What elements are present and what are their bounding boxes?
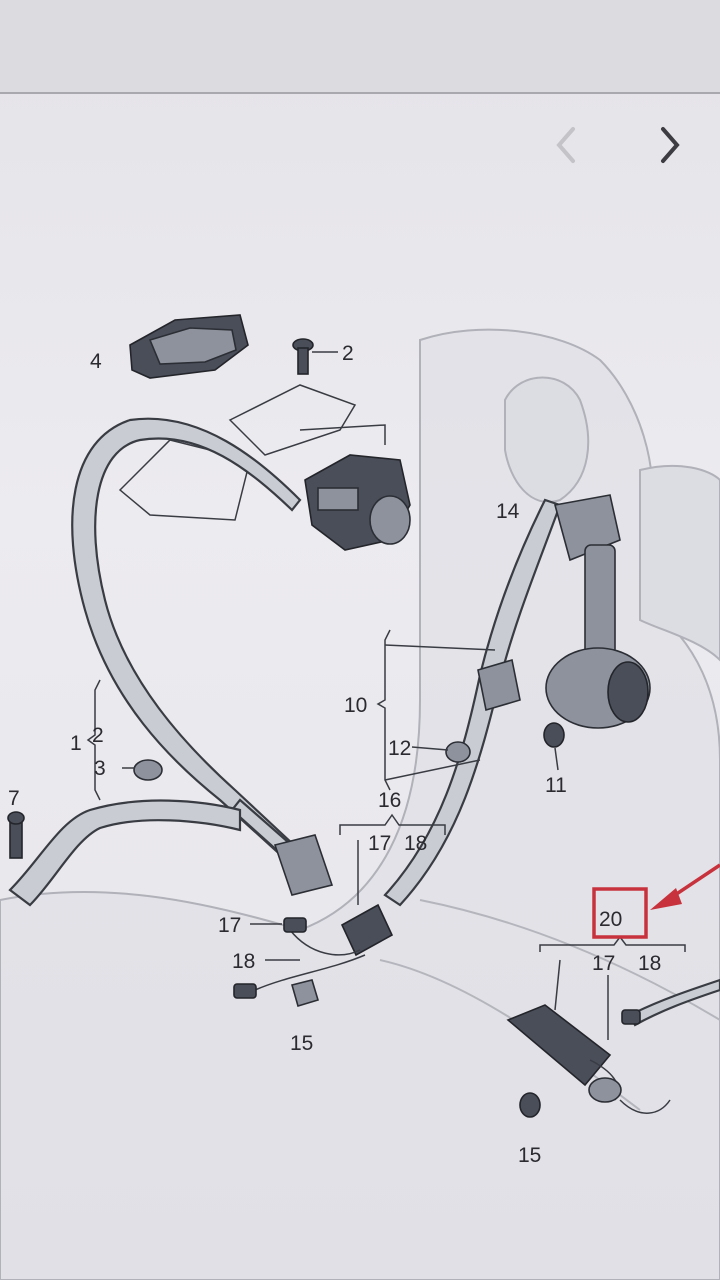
callout-3: 3	[94, 757, 106, 780]
callout-18-top: 18	[404, 832, 427, 855]
part-11-nut	[543, 722, 565, 748]
callout-20: 20	[599, 908, 622, 931]
callout-1: 1	[70, 732, 82, 755]
callout-17-right: 17	[592, 952, 615, 975]
chevron-right-icon	[661, 127, 680, 163]
part-4-guide	[129, 314, 249, 379]
part-20-floor-buckle	[506, 978, 720, 1118]
highlight-arrow-line	[671, 863, 720, 899]
callout-labels: 4 2 14 10 12 11 1 2 3 7 16 17 18 17 18 1…	[8, 342, 661, 1167]
callout-18-left: 18	[232, 950, 255, 973]
previous-button[interactable]	[546, 118, 586, 172]
highlight-annotation	[592, 863, 720, 939]
callout-2-left: 2	[92, 724, 104, 747]
part-1-belt-webbing	[71, 417, 334, 896]
chevron-left-icon	[556, 127, 575, 163]
part-lap-belt-left	[7, 799, 242, 907]
callout-15-right: 15	[518, 1144, 541, 1167]
part-16-buckle-assembly	[233, 903, 394, 1007]
part-retractor-bracket	[118, 384, 411, 551]
top-bar	[0, 0, 720, 94]
part-10-belt-webbing	[383, 494, 651, 907]
arrow-head-icon	[650, 888, 682, 910]
callout-11: 11	[545, 774, 567, 797]
part-12-cap	[445, 741, 471, 763]
callout-17-top: 17	[368, 832, 391, 855]
highlight-box	[592, 887, 648, 939]
callout-16: 16	[378, 789, 401, 812]
callout-2-top: 2	[342, 342, 354, 365]
callout-18-right: 18	[638, 952, 661, 975]
next-button[interactable]	[650, 118, 690, 172]
part-2-bolt	[292, 338, 314, 375]
leader-lines	[86, 351, 686, 1040]
callout-15-left: 15	[290, 1032, 313, 1055]
callout-7: 7	[8, 787, 20, 810]
part-3-cap	[133, 759, 163, 781]
callout-10: 10	[344, 694, 367, 717]
callout-17-left: 17	[218, 914, 241, 937]
callout-4: 4	[90, 350, 102, 373]
callout-12: 12	[388, 737, 411, 760]
callout-14: 14	[496, 500, 520, 523]
